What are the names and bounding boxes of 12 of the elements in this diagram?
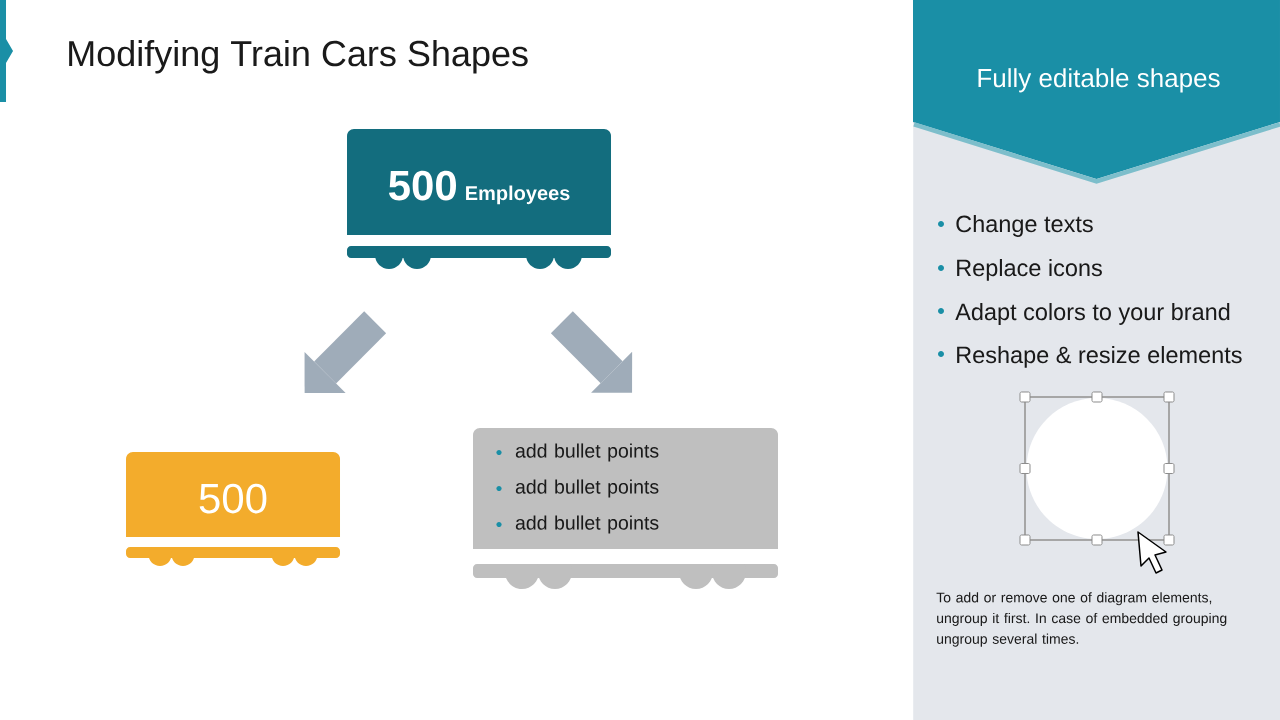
note-text: To add or remove one of diagram elements, ungroup it first. In case of embedded grouping ungroup several times. bbox=[936, 592, 1227, 647]
bullet-text: Reshape & resize elements bbox=[957, 346, 1242, 368]
train-car: 500 Employees bbox=[347, 129, 611, 269]
block-arrow bbox=[550, 311, 633, 393]
header-banner: Fully editable shapes bbox=[913, 0, 1280, 184]
train-car: add bullet points add bullet points add bullet points bbox=[473, 428, 778, 589]
bullet-text: Replace icons bbox=[957, 259, 1102, 281]
title: Modifying Train Cars Shapes bbox=[69, 39, 528, 74]
train-car: 500 bbox=[126, 452, 340, 566]
bullet-text: Change texts bbox=[956, 215, 1093, 237]
bullet-text: Adapt colors to your brand bbox=[955, 303, 1230, 325]
block-arrow bbox=[304, 311, 387, 394]
